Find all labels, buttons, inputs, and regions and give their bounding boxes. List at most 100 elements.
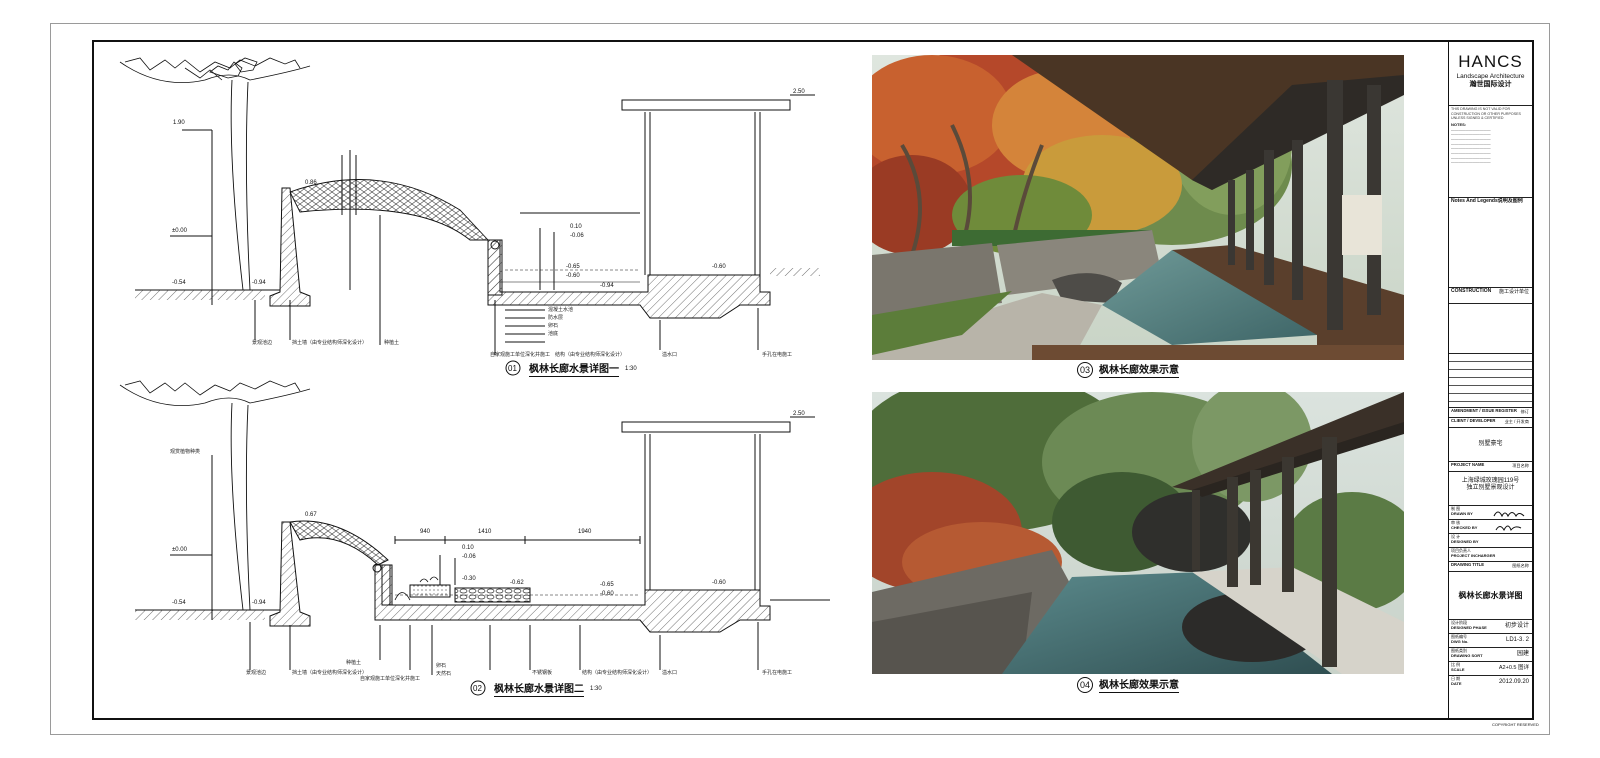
d2-dim-c: 1940 — [578, 529, 592, 535]
d2-label-steel: 不锈钢板 — [532, 670, 553, 676]
caption-01: 枫林长廊水景详图一 1:30 — [529, 360, 637, 377]
d2-elev-n060b: -0.60 — [712, 580, 726, 586]
phase-label: DESIGNED PHASE — [1451, 624, 1487, 630]
caption-01-scale: 1:30 — [625, 365, 637, 372]
d2-label-stone: 天然石 — [436, 671, 452, 677]
spacer-row — [1449, 304, 1532, 354]
caption-02-number: 02 — [473, 684, 482, 693]
d1-label-drain: 溢水口 — [662, 352, 678, 358]
section-01 — [119, 57, 820, 355]
drawing-border — [92, 40, 1534, 720]
d1-elev-010: 0.10 — [570, 224, 582, 230]
phase-cn: 设计阶段 — [1451, 620, 1467, 625]
d2-elev-067: 0.67 — [305, 512, 317, 518]
construction-row: CONSTRUCTION 施工设计单位 — [1449, 288, 1532, 304]
designed-cn: 设 计 — [1451, 534, 1461, 539]
d1-label-wall: 挡土墙（由专业结构师深化设计） — [292, 340, 368, 346]
d1-label-pavement: 自家观施工单位深化并施工 — [490, 352, 551, 358]
checked-row: 审 核 CHECKED BY — [1449, 520, 1532, 534]
notes-section: THIS DRAWING IS NOT VALID FOR CONSTRUCTI… — [1449, 106, 1532, 198]
d1-elev-086: 0.86 — [305, 180, 317, 186]
construction-label: CONSTRUCTION — [1451, 288, 1492, 294]
disclaimer-text: THIS DRAWING IS NOT VALID FOR CONSTRUCTI… — [1451, 107, 1521, 121]
d2-elev-n094: -0.94 — [252, 600, 266, 606]
amendment-row: AMENDMENT / ISSUE REGISTER 修订 — [1449, 408, 1532, 418]
d2-label-plant: 观赏植物种类 — [170, 449, 201, 455]
d1-elev-000: ±0.00 — [172, 228, 187, 234]
notes-lines: ————————————————————————————————————————… — [1451, 127, 1491, 165]
caption-03-number: 03 — [1077, 361, 1093, 378]
d2-elev-n054: -0.54 — [172, 600, 186, 606]
d2-elev-n030: -0.30 — [462, 576, 476, 582]
d2-elev-top: 2.50 — [793, 411, 805, 417]
date-value: 2012.09.20 — [1498, 679, 1529, 685]
date-cn: 日 期 — [1451, 676, 1461, 681]
drawing-title-value: 枫林长廊水景详图 — [1458, 590, 1523, 600]
d2-elev-n006: -0.06 — [462, 554, 476, 560]
notes-legend-section: Notes And Legends说明及图例 — [1449, 198, 1532, 288]
d1-elev-n060b: -0.60 — [712, 264, 726, 270]
checked-label: CHECKED BY — [1451, 524, 1478, 530]
logo-chinese: 瀚世国际设计 — [1469, 81, 1512, 89]
d2-label-edge: 景观池边 — [246, 670, 267, 676]
d1-label-pool: 混凝土水池 — [548, 307, 574, 313]
caption-04-number: 04 — [1077, 676, 1093, 693]
d1-label-struct: 结构（由专业结构师深化设计） — [555, 352, 626, 358]
dwg-no-row: 图纸编号 DWG No. LD1-3. 2 — [1449, 634, 1532, 648]
project-label: PROJECT NAME — [1451, 462, 1485, 467]
dwg-no-cn: 图纸编号 — [1451, 634, 1467, 639]
caption-03-title: 枫林长廊效果示意 — [1099, 361, 1179, 378]
render-03 — [872, 55, 1404, 360]
d1-label-soil: 种植土 — [384, 340, 400, 346]
caption-02-title: 枫林长廊水景详图二 — [494, 680, 584, 697]
checked-signature — [1495, 525, 1522, 532]
project-value-row: 上海绿城玫瑰园119号 独立别墅景观设计 — [1449, 472, 1532, 506]
d1-elev-n065: -0.65 — [566, 264, 580, 270]
incharge-cn: 项目负责人 — [1451, 548, 1471, 553]
d1-elev-n094: -0.94 — [252, 280, 266, 286]
render-04 — [872, 392, 1404, 674]
sort-label: DRAWING SORT — [1451, 652, 1483, 658]
d2-dim-b: 1410 — [478, 529, 492, 535]
d1-label-bottom: 池底 — [548, 331, 559, 337]
section-02 — [119, 380, 830, 675]
d2-elev-010: 0.10 — [462, 545, 474, 551]
checked-cn: 审 核 — [1451, 520, 1461, 525]
phase-row: 设计阶段 DESIGNED PHASE 初步设计 — [1449, 620, 1532, 634]
d1-label-waterproof: 防水层 — [548, 315, 564, 321]
notes-legend-label: Notes And Legends说明及图例 — [1451, 198, 1523, 204]
scale-cn: 比 例 — [1451, 662, 1461, 667]
render-03-image — [872, 55, 1404, 360]
dwg-no-label: DWG No. — [1451, 638, 1469, 644]
logo-subtitle: Landscape Architecture — [1456, 72, 1525, 80]
caption-04: 04 枫林长廊效果示意 — [1077, 676, 1179, 693]
designed-row: 设 计 DESIGNED BY — [1449, 534, 1532, 548]
d2-label-wall: 挡土墙（由专业结构师深化设计） — [292, 670, 368, 676]
caption-01-title: 枫林长廊水景详图一 — [529, 360, 619, 377]
d2-label-soil: 种植土 — [346, 660, 362, 666]
project-value-line1: 上海绿城玫瑰园119号 — [1461, 478, 1520, 484]
scale-value: A2+0.5 图详 — [1498, 665, 1529, 671]
drawing-title-value-row: 枫林长廊水景详图 — [1449, 572, 1532, 620]
caption-01-number: 01 — [508, 364, 517, 373]
company-logo: HANCS Landscape Architecture 瀚世国际设计 — [1449, 42, 1532, 106]
amendment-cn: 修订 — [1520, 409, 1529, 414]
designed-label: DESIGNED BY — [1451, 538, 1479, 544]
d1-elev-190: 1.90 — [173, 120, 185, 126]
sort-row: 图纸类别 DRAWING SORT 园建 — [1449, 648, 1532, 662]
revision-grid — [1449, 354, 1532, 408]
caption-04-title: 枫林长廊效果示意 — [1099, 676, 1179, 693]
d1-elev-n006: -0.06 — [570, 233, 584, 239]
d2-elev-n065: -0.65 — [600, 582, 614, 588]
drawing-title-label-row: DRAWING TITLE 图纸名称 — [1449, 562, 1532, 572]
d2-label-gravel: 卵石 — [436, 663, 447, 669]
client-value: 别墅豪宅 — [1478, 441, 1503, 448]
d2-elev-n060: -0.60 — [600, 591, 614, 597]
drawn-row: 制 图 DRAWN BY — [1449, 506, 1532, 520]
render-04-image — [872, 392, 1404, 674]
drawing-title-label: DRAWING TITLE — [1451, 562, 1485, 567]
d2-label-hand: 手孔在电施工 — [762, 670, 793, 676]
drawing-title-cn: 图纸名称 — [1512, 563, 1529, 568]
caption-02-scale: 1:30 — [590, 685, 602, 692]
d1-elev-n094b: -0.94 — [600, 283, 614, 289]
